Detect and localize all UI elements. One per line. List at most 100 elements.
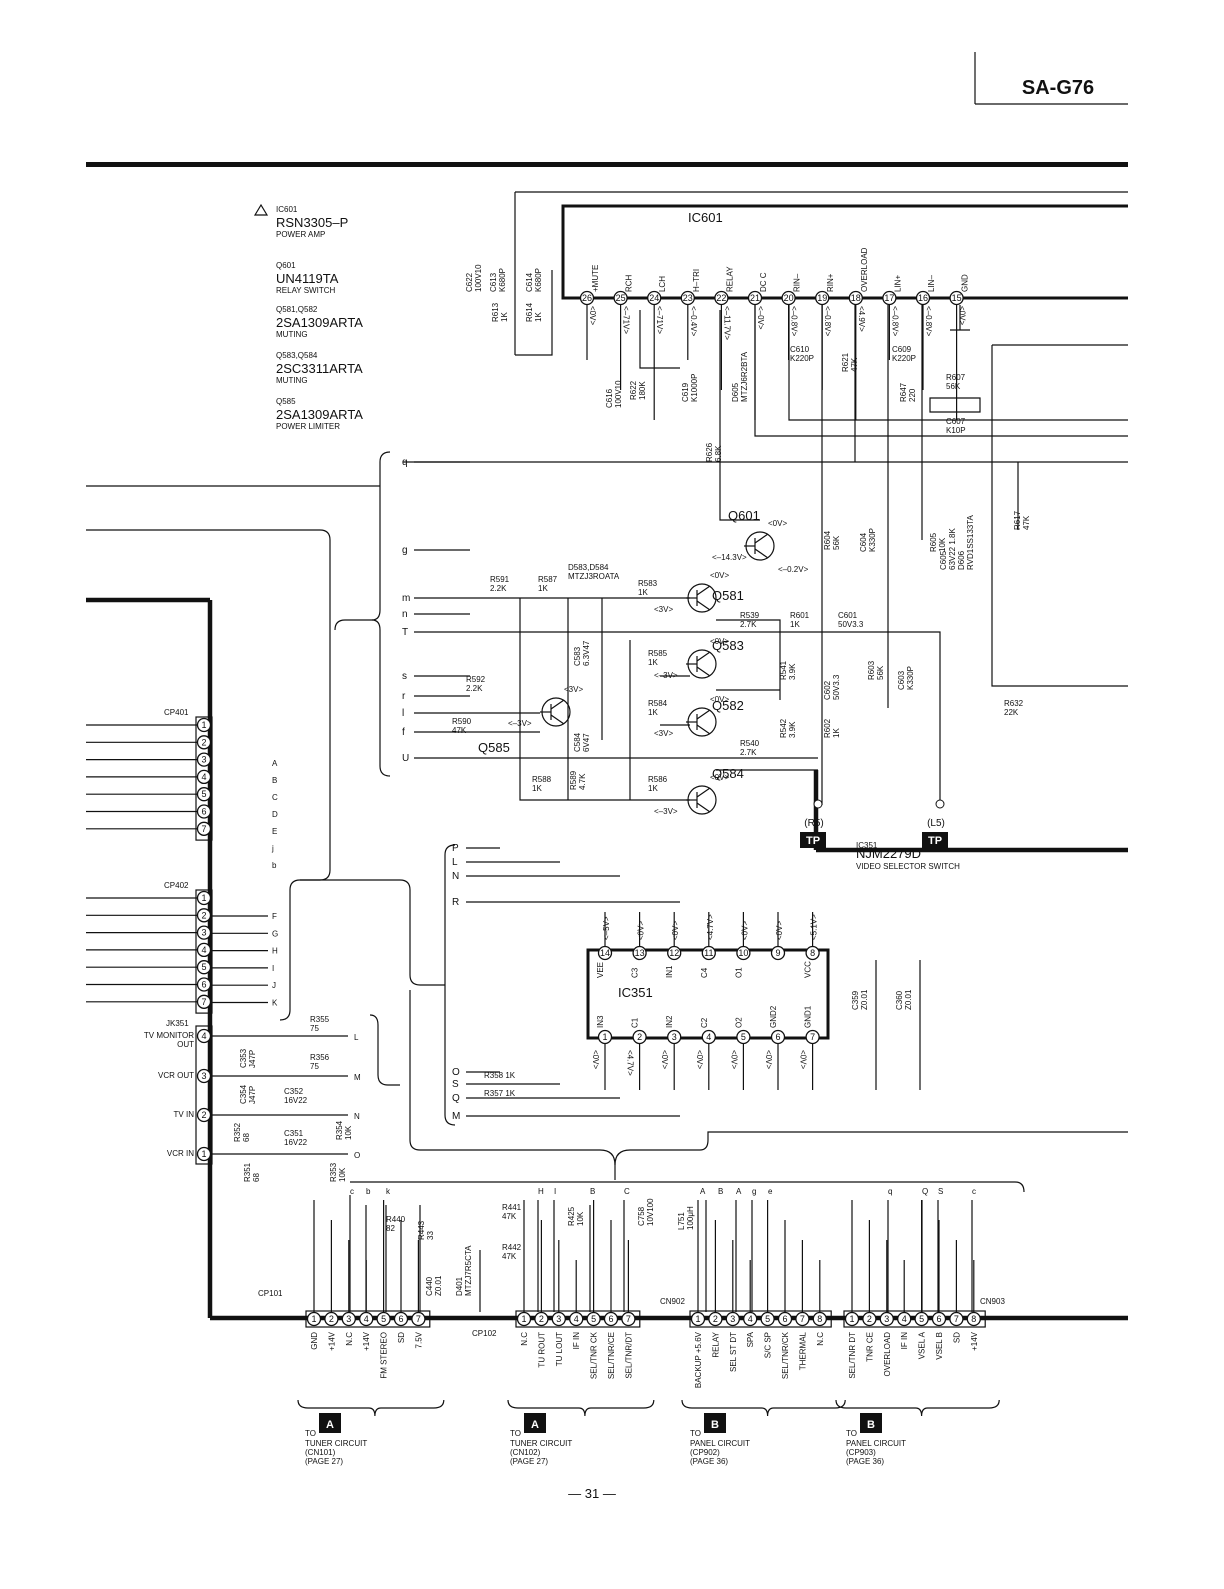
svg-text:3: 3 (730, 1314, 735, 1324)
connector-pin: 5 (376, 1311, 391, 1327)
transistor-label: Q582 (712, 698, 744, 713)
svg-text:14: 14 (600, 948, 610, 958)
transistor-q601: Q601<0V><–14.3V><–0.2V> (712, 508, 809, 574)
svg-text:L751: L751 (677, 1212, 686, 1230)
svg-text:3: 3 (672, 1032, 677, 1042)
test-point: (R5)TP (800, 799, 826, 848)
svg-text:C352: C352 (284, 1087, 304, 1096)
svg-text:R632: R632 (1004, 699, 1024, 708)
ic601-pin-name: LIN+ (893, 275, 902, 292)
svg-text:PANEL CIRCUIT: PANEL CIRCUIT (690, 1439, 750, 1448)
svg-text:1: 1 (849, 1314, 854, 1324)
svg-text:10V100: 10V100 (646, 1198, 655, 1226)
svg-text:20: 20 (784, 293, 794, 303)
ic351-pin-voltage: <0V> (695, 1050, 704, 1069)
svg-text:33: 33 (426, 1231, 435, 1240)
transistor-q584: Q584<0V><–3V> (654, 766, 744, 816)
wire (716, 619, 781, 700)
svg-text:R621: R621 (841, 352, 850, 372)
signal-letter: J (272, 981, 276, 990)
svg-text:R604: R604 (823, 530, 832, 550)
transistor-voltage: <0V> (710, 637, 729, 646)
svg-text:R542: R542 (779, 718, 788, 738)
svg-text:4: 4 (574, 1314, 579, 1324)
svg-text:<0V>: <0V> (729, 1050, 738, 1069)
svg-text:SEL/TNR DT: SEL/TNR DT (848, 1332, 857, 1379)
signal-letter: L (354, 1033, 359, 1042)
pin-name: IF IN (900, 1332, 909, 1350)
svg-text:100V10: 100V10 (474, 264, 483, 292)
ic601-pin-18: 18 (848, 290, 863, 306)
svg-text:R622: R622 (629, 380, 638, 400)
svg-text:D606: D606 (957, 550, 966, 570)
connector-label: CP401 (164, 708, 189, 717)
svg-text:6: 6 (201, 807, 206, 817)
ic601-pin-voltage: <–0.8V> (790, 306, 799, 337)
pin-name: N.C (345, 1332, 354, 1346)
connector-pin: 1 (306, 1311, 322, 1327)
svg-text:5: 5 (741, 1032, 746, 1042)
wire (719, 310, 760, 521)
signal-letter: S (938, 1187, 943, 1196)
svg-text:MTZJ7R5CTA: MTZJ7R5CTA (464, 1245, 473, 1296)
ic351-pin-voltage: <0V> (671, 921, 680, 940)
signal-letter: g (752, 1187, 756, 1196)
ic351-pin-name: O1 (734, 967, 743, 978)
ic601-pin-name: H–TRI (692, 269, 701, 292)
svg-text:1: 1 (311, 1314, 316, 1324)
bus-letter: U (402, 753, 409, 764)
svg-text:10K: 10K (338, 1167, 347, 1182)
transistor-label: Q583 (712, 638, 744, 653)
svg-text:R605: R605 (929, 532, 938, 552)
wire (788, 305, 1128, 421)
svg-text:1K: 1K (790, 620, 800, 629)
ic351-pin-voltage: <0V> (660, 1050, 669, 1069)
svg-text:C609: C609 (892, 345, 912, 354)
part-number: 2SA1309ARTA (276, 407, 363, 422)
svg-text:47K: 47K (502, 1212, 517, 1221)
svg-text:(PAGE 27): (PAGE 27) (305, 1457, 343, 1466)
svg-text:21: 21 (750, 293, 760, 303)
connector-pin: 1 (516, 1311, 532, 1327)
ic351-pin-voltage: <4.7V> (626, 1050, 635, 1076)
signal-letter: A (736, 1187, 742, 1196)
svg-text:<0V>: <0V> (958, 306, 967, 325)
component-label: R357 1K (484, 1089, 516, 1098)
svg-text:R425: R425 (567, 1206, 576, 1226)
svg-text:68: 68 (252, 1173, 261, 1182)
tp-label: (R5) (804, 818, 823, 829)
signal-letter: F (272, 912, 277, 921)
destination-label: PANEL CIRCUIT(CP903)(PAGE 36) (846, 1439, 906, 1466)
bus-letter: g (402, 545, 408, 556)
ic351-pin-3: 3 (667, 1029, 682, 1045)
svg-text:5: 5 (201, 962, 206, 972)
svg-text:7.5V: 7.5V (414, 1331, 423, 1348)
svg-text:K10P: K10P (946, 426, 966, 435)
svg-text:K680P: K680P (534, 268, 543, 292)
ic601-pin-name: +MUTE (591, 265, 600, 292)
ic351-pin-voltage: <0V> (740, 921, 749, 940)
ic351-pin-9: 9 (770, 945, 786, 961)
ic601-pin-name: GND (961, 274, 970, 292)
svg-text:22: 22 (716, 293, 726, 303)
svg-text:75: 75 (310, 1062, 319, 1071)
svg-text:C602: C602 (823, 680, 832, 700)
svg-text:SPA: SPA (746, 1331, 755, 1347)
svg-text:R355: R355 (310, 1015, 330, 1024)
svg-text:O1: O1 (734, 967, 743, 978)
connector-pin: 4 (743, 1311, 758, 1327)
signal-letter: j (271, 844, 274, 853)
svg-text:R588: R588 (532, 775, 552, 784)
svg-text:6.3V47: 6.3V47 (582, 640, 591, 666)
svg-text:4: 4 (201, 945, 206, 955)
